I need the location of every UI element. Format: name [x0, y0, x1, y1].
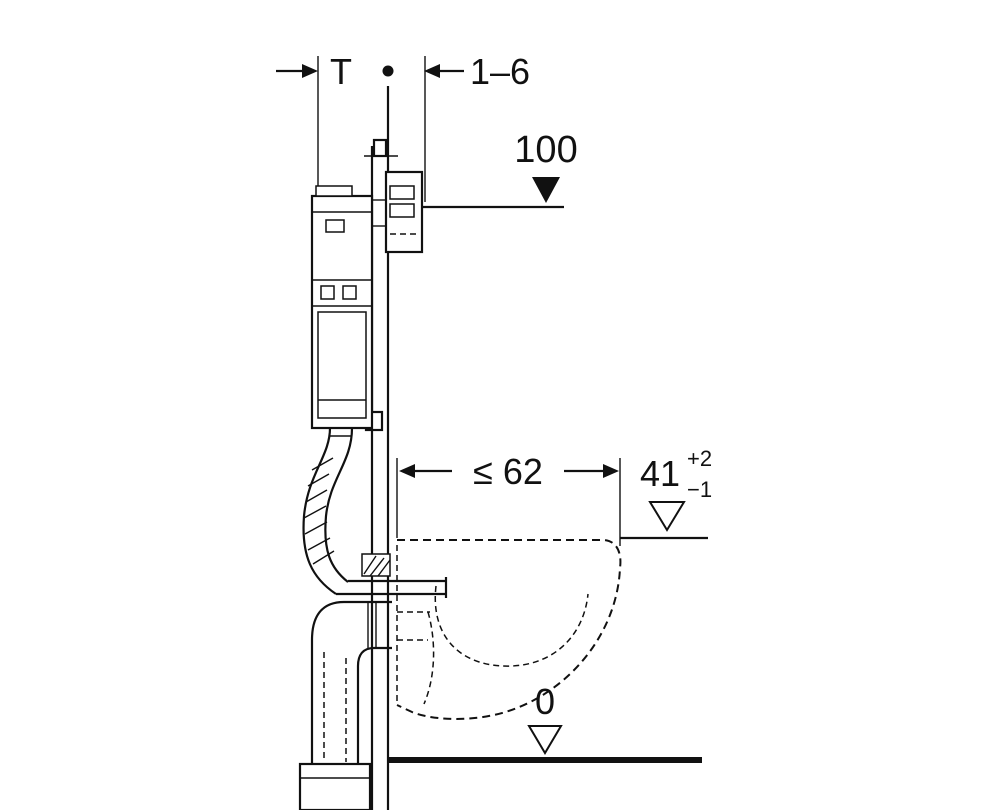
label-0: 0 — [535, 681, 555, 722]
label-tolerance-minus: −1 — [687, 477, 712, 502]
corrugation-hatch — [303, 457, 335, 565]
top-extension-lines — [317, 56, 426, 202]
arrow-right-icon — [302, 64, 318, 78]
dimension-floor-level: 0 — [388, 681, 702, 763]
arrow-right-icon — [603, 464, 619, 478]
bowl-inner-outline — [434, 585, 589, 667]
actuator-connector-top — [389, 185, 415, 200]
label-100: 100 — [514, 129, 577, 171]
dimension-rim-height: 41 +2 −1 — [620, 446, 712, 540]
dimension-pan-depth: ≤ 62 — [396, 451, 621, 546]
drain-socket — [298, 762, 372, 810]
fill-valve — [325, 219, 345, 233]
cistern-lid-cap — [315, 185, 353, 197]
dimension-actuator-height: 100 — [422, 129, 578, 209]
flush-pipe — [336, 553, 448, 598]
wc-pan — [396, 539, 622, 720]
level-marker-open-icon — [527, 725, 563, 755]
arrow-left-icon — [424, 64, 440, 78]
cistern-lower-shell — [317, 311, 367, 419]
actuator-box — [384, 170, 424, 254]
level-marker-filled-icon — [532, 177, 560, 203]
label-depth: ≤ 62 — [473, 451, 543, 492]
reference-dot — [382, 65, 394, 77]
label-41: 41 — [640, 453, 680, 494]
pan-outlet-hidden — [423, 611, 435, 705]
drain-elbow — [310, 600, 392, 764]
dimension-top-offset: T — [276, 51, 394, 92]
arrow-left-icon — [399, 464, 415, 478]
flush-bend — [302, 427, 354, 595]
pipe-clip-right — [342, 285, 357, 300]
pipe-clip-left — [320, 285, 335, 300]
top-bracket — [372, 138, 388, 158]
level-marker-open-icon — [648, 501, 686, 532]
label-T: T — [330, 51, 352, 92]
label-1-6: 1–6 — [470, 51, 530, 92]
dimension-wall-range: 1–6 — [424, 51, 530, 92]
label-tolerance-plus: +2 — [687, 446, 712, 471]
cistern — [310, 185, 386, 430]
actuator-connector-bottom — [389, 203, 415, 218]
